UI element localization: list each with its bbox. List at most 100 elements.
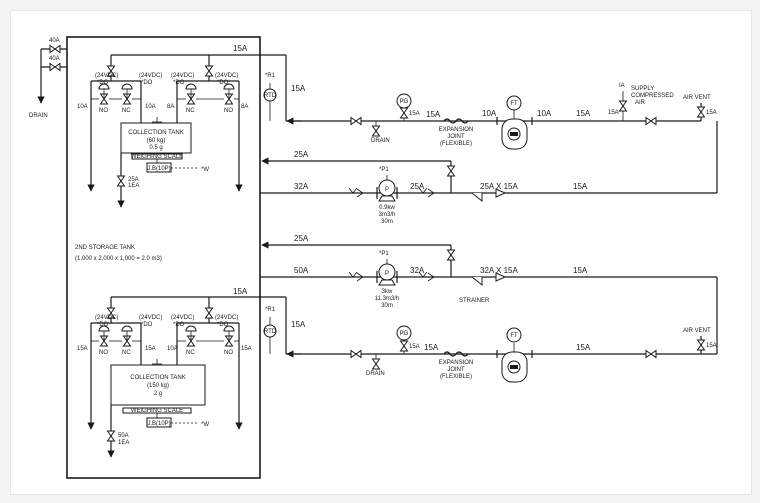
bottom-line-valve-1[interactable] — [350, 350, 362, 358]
top-solenoid-valve-no-left[interactable] — [98, 83, 110, 105]
top-state-no-left: NO — [99, 108, 108, 114]
top-manual-valve-2[interactable] — [205, 65, 213, 77]
p1-suction-size: 32A — [294, 182, 309, 191]
p1-reducer-label: 25A X 15A — [480, 182, 518, 191]
p2-strainer — [471, 276, 483, 287]
drain-label: DRAIN — [29, 113, 48, 119]
drain-valve-1[interactable] — [49, 45, 61, 53]
top-supply-1: SUPPLY — [631, 86, 654, 92]
p2-return-valve[interactable] — [447, 249, 455, 261]
top-solenoid-valve-no-right[interactable] — [223, 83, 235, 105]
bottom-w-tag: *W — [201, 422, 209, 428]
bottom-air-vent-valve[interactable] — [697, 339, 705, 351]
bottom-air-vent: AIR VENT — [683, 328, 711, 334]
top-vlabel-1: (24VDC) — [95, 73, 118, 79]
p1-reducer — [495, 188, 507, 198]
top-state-no-right: NO — [224, 108, 233, 114]
top-rtd-label: RTD — [264, 93, 277, 99]
top-size-a-label: 15A — [426, 110, 441, 119]
top-exp-2: JOINT — [447, 134, 465, 140]
bottom-solenoid-valve-nc-1[interactable] — [121, 325, 133, 347]
top-ia-label: IA — [619, 83, 625, 89]
top-supply-3: AIR — [635, 100, 646, 106]
p2-reducer — [495, 272, 507, 282]
top-supply-2: COMPRESSED — [631, 93, 674, 99]
p2-return-size: 25A — [294, 234, 309, 243]
p1-return-valve[interactable] — [447, 165, 455, 177]
bottom-exp-1: EXPANSION — [439, 360, 474, 366]
top-size-d-label: 15A — [576, 109, 591, 118]
top-size-d: 8A — [241, 104, 248, 110]
top-collection-tank — [120, 122, 192, 154]
top-pg-valve[interactable] — [400, 107, 408, 119]
bottom-header-size: 15A — [233, 287, 248, 296]
drain-valve-2[interactable] — [49, 63, 61, 71]
bottom-vlabel-4: (24VDC) — [215, 315, 238, 321]
p2-suction-size: 50A — [294, 266, 309, 275]
top-ia-valve[interactable] — [619, 100, 627, 112]
bottom-collection-tank — [110, 364, 206, 406]
top-exp-1: EXPANSION — [439, 127, 474, 133]
bottom-solenoid-valve-nc-2[interactable] — [185, 325, 197, 347]
top-solenoid-valve-nc-2[interactable] — [185, 83, 197, 105]
bottom-solenoid-valve-no-left[interactable] — [98, 325, 110, 347]
top-line-valve-2[interactable] — [645, 117, 657, 125]
top-solenoid-valve-nc-1[interactable] — [121, 83, 133, 105]
bottom-do-3: *DO — [173, 322, 185, 328]
pid-diagram: 40A 40A DRAIN 2ND STORAGE TANK (1,000 x … — [29, 36, 718, 479]
bottom-size-a: 15A — [77, 346, 88, 352]
top-line-valve-1[interactable] — [350, 117, 362, 125]
bottom-junction-box — [146, 417, 172, 428]
bottom-tank-capacity: (150 kg) — [147, 383, 169, 389]
top-size-b-label: 10A — [482, 109, 497, 118]
top-return-line: DRAIN PG 15A 15A EXPANSION JOINT (FLEXIB… — [286, 83, 717, 150]
bottom-return-line: DRAIN PG 15A 15A EXPANSION JOINT (FLEXIB… — [286, 325, 717, 383]
bottom-size-d: 15A — [241, 346, 252, 352]
p2-discharge-size: 32A — [410, 266, 425, 275]
top-pg-label: PG — [400, 99, 409, 105]
top-rtd-pipe-size: 15A — [291, 84, 306, 93]
top-do-2: *DO — [141, 80, 153, 86]
diagram-sheet: 40A 40A DRAIN 2ND STORAGE TANK (1,000 x … — [10, 10, 752, 495]
top-ft-label: FT — [510, 101, 518, 107]
top-size-a: 10A — [77, 104, 88, 110]
top-dosing-unit: 15A (24VDC) *DO (24VDC) *DO (24VDC) *DO … — [77, 44, 701, 208]
bottom-pg-valve[interactable] — [400, 340, 408, 352]
top-junction-box — [146, 162, 172, 173]
bottom-flow-transmitter — [506, 327, 522, 343]
drain-size-top: 40A — [49, 38, 60, 44]
bottom-size-c: 10A — [167, 346, 178, 352]
top-drain-valve[interactable] — [372, 125, 380, 137]
drain-branch: 40A 40A DRAIN — [29, 38, 67, 119]
top-state-nc-1: NC — [122, 108, 131, 114]
bottom-do-1: *DO — [97, 322, 109, 328]
bottom-manual-valve-2[interactable] — [205, 307, 213, 319]
bottom-solenoid-valve-no-right[interactable] — [223, 325, 235, 347]
p1-symbol: P — [385, 187, 389, 193]
bottom-pg-size: 15A — [409, 344, 420, 350]
bottom-tank-title: COLLECTION TANK — [130, 375, 185, 381]
bottom-outlet-valve[interactable] — [107, 430, 115, 442]
bottom-exp-3: (FLEXIBLE) — [440, 374, 472, 380]
top-tank-capacity: (60 kg) — [147, 138, 166, 144]
p2-tag: *P1 — [379, 251, 389, 257]
bottom-do-2: *DO — [141, 322, 153, 328]
p2-out-size: 15A — [573, 266, 588, 275]
top-pg-size: 15A — [409, 111, 420, 117]
top-outlet-valve[interactable] — [117, 175, 125, 187]
p2-symbol: P — [385, 271, 389, 277]
top-drain-label: DRAIN — [371, 138, 390, 144]
top-do-1: *DO — [97, 80, 109, 86]
top-air-vent-valve[interactable] — [697, 106, 705, 118]
bottom-line-valve-2[interactable] — [645, 350, 657, 358]
p2-flow: 11.3m3/h — [375, 296, 400, 302]
top-state-nc-2: NC — [186, 108, 195, 114]
top-air-vent: AIR VENT — [683, 95, 711, 101]
pump-1-loop: 25A 32A P *P1 0.9kw 3m3/h 30m 25A 25A X … — [260, 121, 718, 225]
bottom-drain-valve[interactable] — [372, 358, 380, 370]
bottom-rtd-label: RTD — [264, 329, 277, 335]
p1-return-size: 25A — [294, 150, 309, 159]
top-vlabel-4: (24VDC) — [215, 73, 238, 79]
p1-flow: 3m3/h — [379, 212, 396, 218]
